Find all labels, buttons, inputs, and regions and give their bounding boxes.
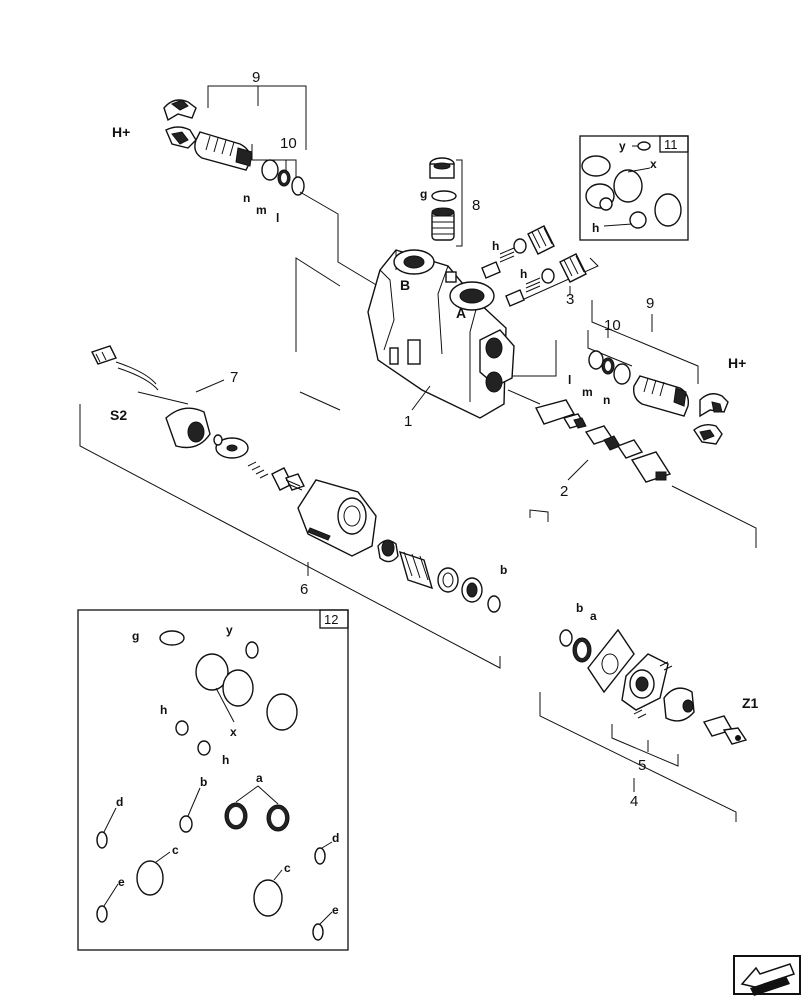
letter-m-top: m [256, 203, 267, 217]
port-label-b: B [400, 277, 410, 293]
letter-e-12b: e [332, 903, 339, 917]
letter-h-a: h [492, 239, 499, 253]
letter-b-four: b [576, 601, 583, 615]
h-plus-label-right: H+ [728, 355, 746, 371]
letter-c-12a: c [172, 843, 179, 857]
callout-10-top: 10 [280, 135, 297, 152]
s2-label: S2 [110, 407, 127, 423]
port-label-a: A [456, 305, 466, 321]
harness-7 [91, 345, 249, 459]
h-plus-label-left: H+ [112, 124, 130, 140]
letter-b-12: b [200, 775, 207, 789]
solenoid-assembly-right [512, 300, 729, 445]
letter-y-11: y [619, 139, 626, 153]
callout-3: 3 [566, 291, 574, 308]
letter-l-top: l [276, 211, 279, 225]
spring-end-assembly-6 [79, 404, 501, 669]
callout-4: 4 [630, 793, 638, 810]
callout-10-right: 10 [604, 317, 621, 334]
inset-12 [77, 609, 349, 951]
z1-label: Z1 [742, 695, 759, 711]
inset-number-12: 12 [324, 612, 338, 627]
letter-n-top: n [243, 191, 250, 205]
callout-5: 5 [638, 757, 646, 774]
callout-6: 6 [300, 581, 308, 598]
letter-a-12: a [256, 771, 263, 785]
letter-y-12: y [226, 623, 233, 637]
arrow-nav-icon[interactable] [733, 955, 801, 996]
inset-11 [579, 135, 689, 241]
end-cap-assembly-4 [529, 509, 748, 822]
letter-b-six: b [500, 563, 507, 577]
letter-h-b: h [520, 267, 527, 281]
letter-e-12a: e [118, 875, 125, 889]
letter-d-12a: d [116, 795, 123, 809]
callout-7: 7 [230, 369, 238, 386]
letter-m-right: m [582, 385, 593, 399]
letter-g-mid: g [420, 187, 427, 201]
letter-d-12b: d [332, 831, 339, 845]
letter-h-11: h [592, 221, 599, 235]
letter-n-right: n [603, 393, 610, 407]
solenoid-assembly-top [163, 85, 379, 287]
callout-2: 2 [560, 483, 568, 500]
callout-8: 8 [472, 197, 480, 214]
cartridge-8 [429, 157, 463, 247]
letter-c-12b: c [284, 861, 291, 875]
inset-number-11: 11 [664, 137, 678, 152]
letter-a-four: a [590, 609, 597, 623]
valve-body-1 [367, 249, 515, 419]
callout-9-top: 9 [252, 69, 260, 86]
letter-h-12a: h [160, 703, 167, 717]
letter-x-12: x [230, 725, 237, 739]
spool-2 [507, 389, 757, 548]
letter-h-12b: h [222, 753, 229, 767]
letter-g-12: g [132, 629, 139, 643]
plugs-3 [481, 225, 599, 307]
callout-9-right: 9 [646, 295, 654, 312]
letter-x-11: x [650, 157, 657, 171]
callout-1: 1 [404, 413, 412, 430]
letter-l-right: l [568, 373, 571, 387]
